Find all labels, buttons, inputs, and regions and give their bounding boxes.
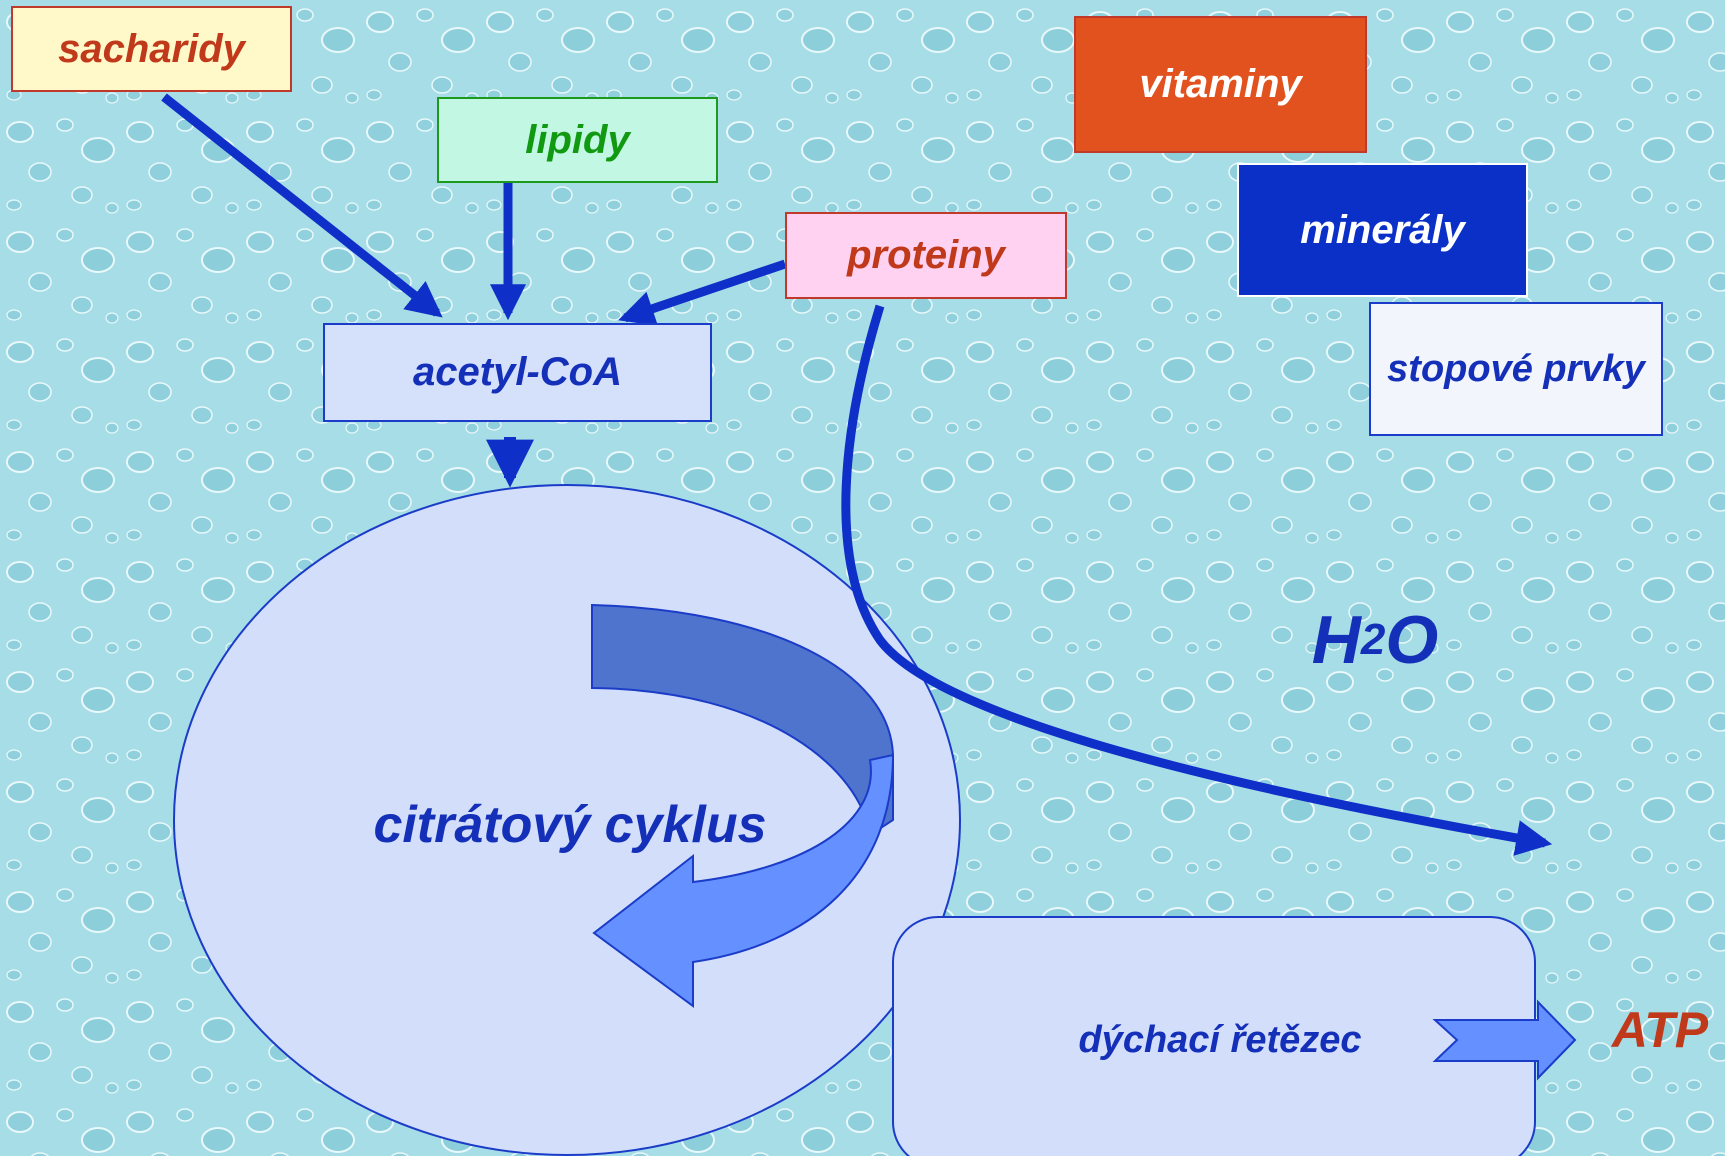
water-prefix: H xyxy=(1311,602,1361,678)
node-vitaminy: vitaminy xyxy=(1074,16,1367,153)
node-sacharidy: sacharidy xyxy=(11,6,292,92)
node-stopove-prvky: stopové prvky xyxy=(1369,302,1663,436)
node-acetyl-coa: acetyl-CoA xyxy=(323,323,712,422)
node-lipidy: lipidy xyxy=(437,97,718,183)
node-proteiny: proteiny xyxy=(785,212,1067,299)
label-respiratory-chain: dýchací řetězec xyxy=(1078,1018,1362,1061)
node-mineraly: minerály xyxy=(1237,163,1528,297)
water-subscript: 2 xyxy=(1360,615,1386,664)
arrow-sacharidy-to-acetyl xyxy=(161,93,443,318)
cycle-arrow-light-icon xyxy=(592,753,895,1008)
arrow-proteiny-to-atp xyxy=(841,304,1553,856)
water-suffix: O xyxy=(1385,602,1439,678)
arrow-proteiny-to-acetyl xyxy=(618,259,787,326)
label-citrate-cycle: citrátový cyklus xyxy=(373,796,767,854)
arrow-right-icon xyxy=(1432,999,1577,1081)
label-atp: ATP xyxy=(1611,1002,1709,1058)
